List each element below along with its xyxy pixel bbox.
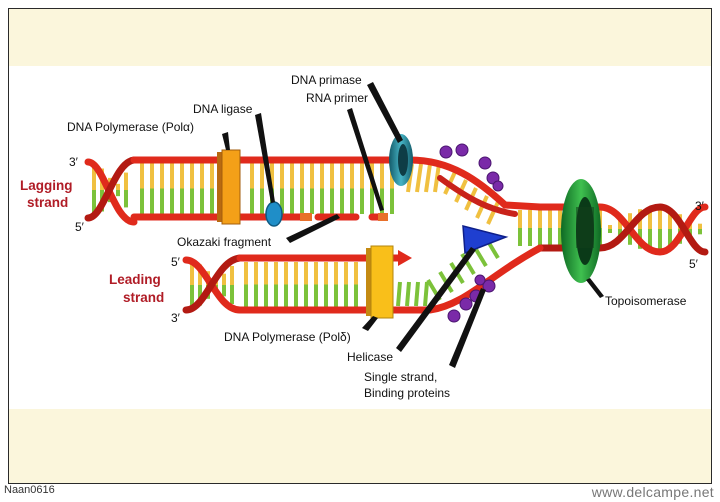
dna-primase — [389, 134, 413, 186]
rna-primer-2 — [378, 213, 388, 221]
pointer-topo — [586, 278, 604, 298]
label-leading-line2: strand — [123, 290, 164, 305]
helicase — [462, 225, 509, 255]
topoisomerase — [561, 179, 601, 283]
pointer-helicase — [396, 247, 476, 352]
label-leading-line1: Leading — [109, 272, 161, 287]
base-pair-rung — [405, 281, 411, 307]
end-lagging-3: 3′ — [69, 155, 79, 169]
label-rna-primer: RNA primer — [306, 91, 368, 105]
pointer-pol-delta — [362, 316, 378, 331]
base-pairs — [92, 163, 702, 308]
single-strand-binding-proteins — [439, 143, 504, 323]
pointer-ligase — [255, 113, 275, 203]
end-right-5: 5′ — [689, 257, 699, 271]
end-leading-3: 3′ — [171, 311, 181, 325]
label-lagging-line1: Lagging — [20, 178, 73, 193]
leading-helix-b — [182, 254, 244, 314]
label-dna-ligase: DNA ligase — [193, 102, 253, 116]
pointer-rna-primer — [347, 108, 384, 211]
label-ssb-line1: Single strand, — [364, 370, 437, 384]
right-helix-bottom — [536, 203, 709, 256]
label-lagging-line2: strand — [27, 195, 68, 210]
polymerase-delta — [366, 245, 394, 319]
pointer-okazaki — [286, 214, 340, 243]
pointer-primase — [367, 82, 403, 143]
lagging-helix-left-b — [84, 156, 138, 222]
end-lagging-5: 5′ — [75, 220, 85, 234]
pointer-lines — [222, 82, 604, 368]
dna-ligase — [265, 201, 283, 227]
base-pair-rung — [415, 163, 423, 193]
base-pair-rung — [423, 281, 429, 307]
base-pair-rung — [396, 281, 402, 307]
pointer-pol-alpha — [222, 132, 230, 150]
polymerase-alpha — [217, 149, 241, 225]
bottom-band — [9, 409, 711, 483]
footer-watermark: www.delcampe.net — [591, 484, 714, 500]
base-pair-rung — [414, 281, 420, 307]
top-band — [9, 9, 711, 66]
base-pair-rung — [486, 201, 500, 225]
label-ssb-line2: Binding proteins — [364, 386, 450, 400]
label-helicase: Helicase — [347, 350, 393, 364]
label-okazaki-fragment: Okazaki fragment — [177, 235, 272, 249]
lagging-template-fork — [437, 175, 518, 217]
footer-left-text: Naan0616 — [4, 484, 55, 496]
rna-primer — [300, 213, 312, 221]
pointer-ssb — [449, 288, 486, 368]
label-dna-primase: DNA primase — [291, 73, 362, 87]
leading-arrowhead — [398, 250, 412, 266]
label-polymerase-delta: DNA Polymerase (Polδ) — [224, 330, 351, 344]
label-topoisomerase: Topoisomerase — [605, 294, 687, 308]
right-helix-top — [536, 203, 709, 256]
lagging-parent-strand — [130, 156, 544, 211]
base-pair-rung — [424, 163, 432, 193]
end-leading-5: 5′ — [171, 255, 181, 269]
end-right-3: 3′ — [695, 199, 705, 213]
label-polymerase-alpha: DNA Polymerase (Polα) — [67, 120, 194, 134]
